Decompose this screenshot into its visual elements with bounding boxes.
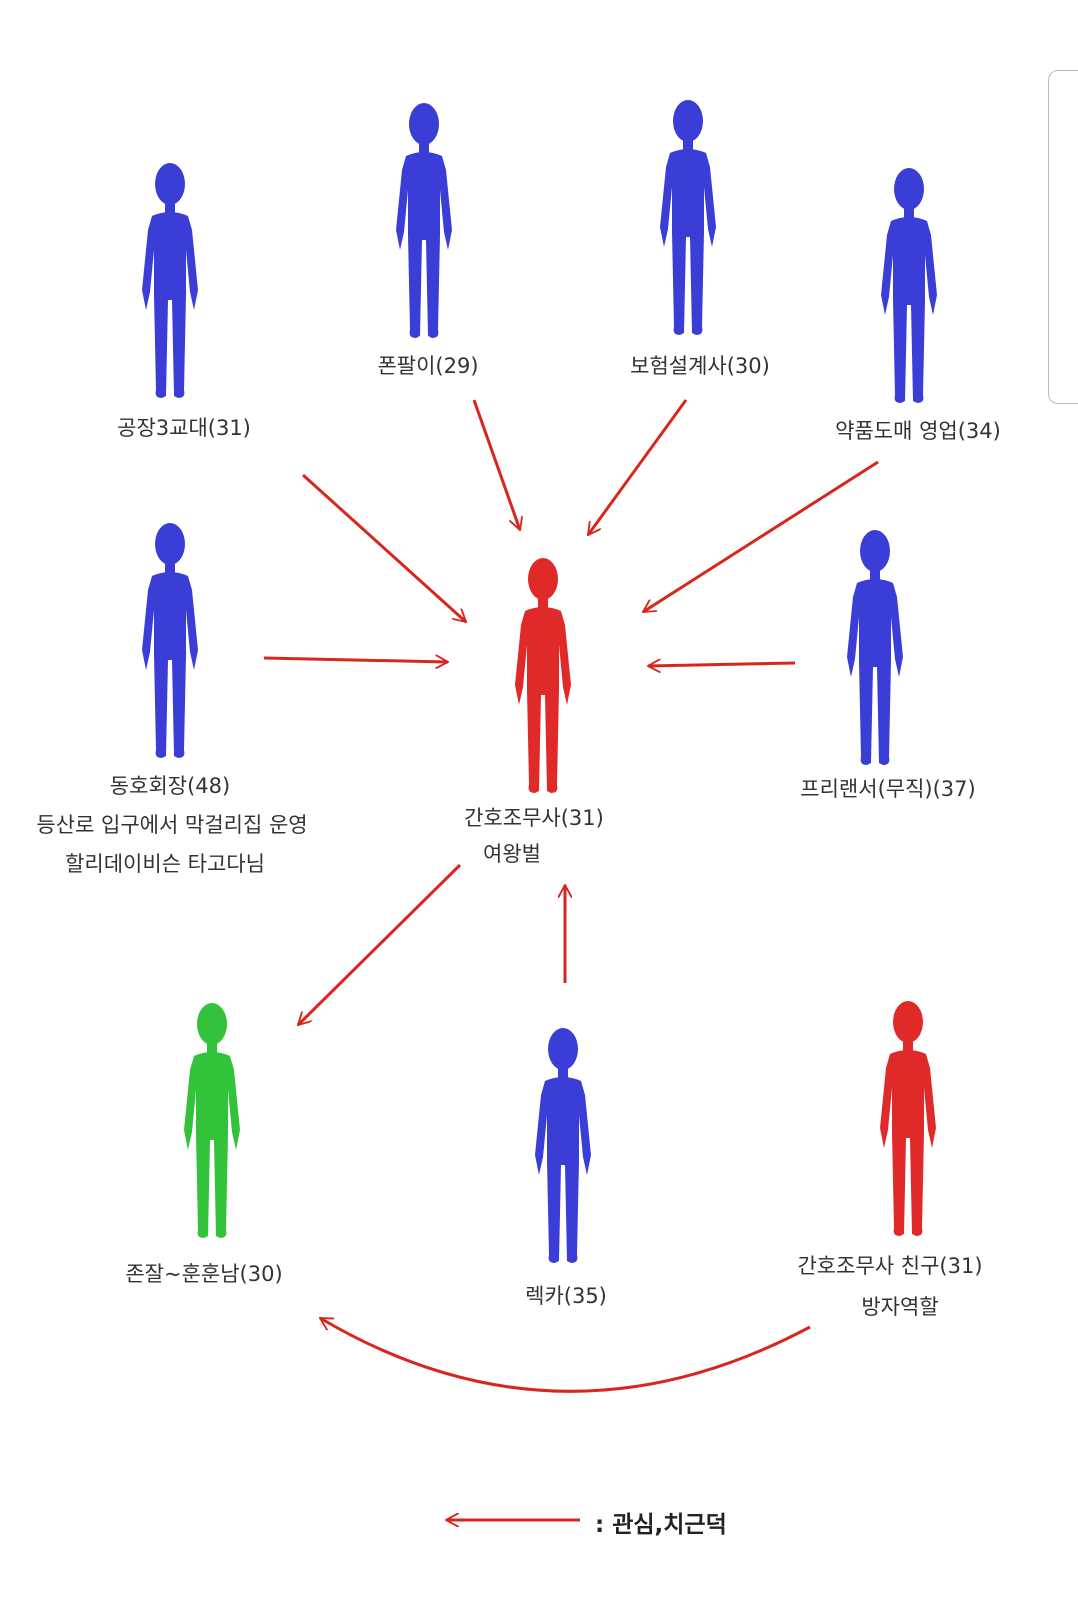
person-figure-freelancer: [835, 527, 915, 767]
label-pharma: 약품도매 영업(34): [835, 419, 1001, 443]
label-phone: 폰팔이(29): [377, 354, 479, 378]
label-insurance: 보험설계사(30): [630, 354, 770, 378]
arrow-phone-to-nurse: [472, 399, 520, 530]
label-wrecker: 렉카(35): [525, 1284, 607, 1308]
side-panel-edge: [1048, 70, 1078, 404]
label-friend-role: 방자역할: [861, 1295, 939, 1319]
arrow-club-to-nurse: [263, 658, 448, 662]
arrow-pharma-to-nurse: [643, 460, 879, 614]
label-handsome: 존잘~훈훈남(30): [125, 1262, 283, 1286]
label-club-name: 동호회장(48): [109, 774, 231, 798]
person-figure-insurance: [648, 97, 728, 337]
person-figure-factory: [130, 160, 210, 400]
label-nurse-name: 간호조무사(31): [464, 806, 604, 830]
label-nurse-role: 여왕벌: [483, 842, 541, 866]
label-factory: 공장3교대(31): [117, 416, 251, 440]
arrow-freelancer-to-nurse: [648, 663, 796, 666]
person-figure-friend: [868, 998, 948, 1238]
label-club-desc2: 할리데이비슨 타고다님: [65, 852, 265, 876]
person-figure-nurse: [503, 555, 583, 795]
arrow-friend-to-handsome: [320, 1316, 811, 1393]
label-club-desc1: 등산로 입구에서 막걸리집 운영: [36, 813, 308, 837]
arrow-nurse-to-handsome: [298, 863, 462, 1025]
legend-text: : 관심,치근덕: [595, 1512, 727, 1538]
label-freelancer: 프리랜서(무직)(37): [800, 777, 976, 801]
arrow-factory-to-nurse: [301, 473, 466, 622]
person-figure-club: [130, 520, 210, 760]
arrow-insurance-to-nurse: [586, 399, 688, 535]
person-figure-handsome: [172, 1000, 252, 1240]
person-figure-phone: [384, 100, 464, 340]
person-figure-pharma: [869, 165, 949, 405]
label-friend-name: 간호조무사 친구(31): [797, 1254, 983, 1278]
person-figure-wrecker: [523, 1025, 603, 1265]
